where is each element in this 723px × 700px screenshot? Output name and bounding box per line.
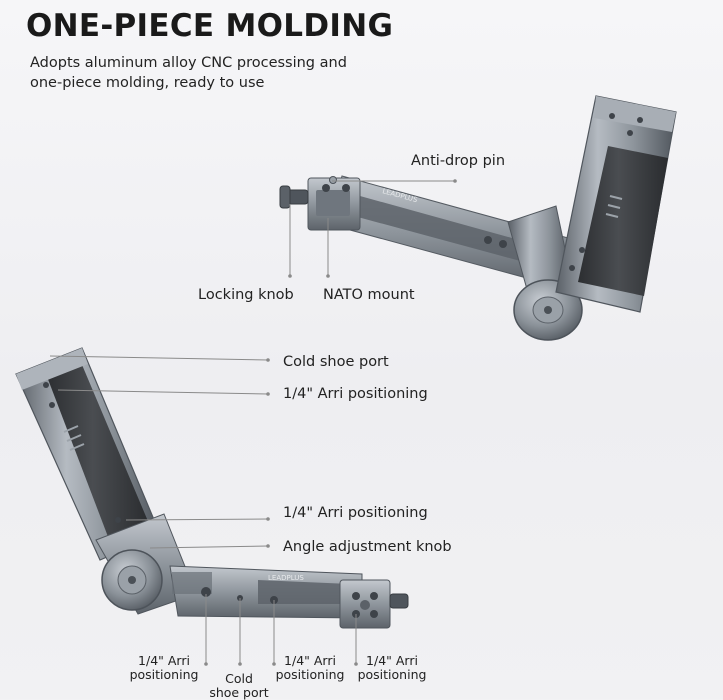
bottom-clamp-end — [339, 579, 409, 629]
page-subtitle: Adopts aluminum alloy CNC processing and… — [30, 53, 450, 93]
top-rotation-knob — [513, 279, 583, 341]
top-nato-clamp — [279, 176, 361, 231]
label-cold-shoe-port-bottom: Cold shoe port — [209, 671, 269, 700]
subtitle-line-1: Adopts aluminum alloy CNC processing and — [30, 55, 347, 71]
label-arri-positioning-middle: 1/4" Arri positioning — [283, 505, 428, 521]
label-arri-positioning-3: 1/4" Arri positioning — [357, 653, 427, 682]
page-title: ONE-PIECE MOLDING — [26, 8, 394, 44]
bottom-angle-knob — [101, 549, 163, 611]
top-leader-lines — [288, 179, 457, 278]
label-cold-shoe-port: Cold shoe port — [283, 354, 389, 370]
bottom-arm: LEADPLUS — [169, 565, 363, 619]
bottom-handle-assembly: LEADPLUS — [15, 347, 409, 629]
label-locking-knob: Locking knob — [198, 287, 294, 303]
top-handle-grip — [555, 95, 677, 313]
bottom-handle-grip — [15, 347, 161, 561]
label-arri-positioning-2: 1/4" Arri positioning — [275, 653, 345, 682]
label-anti-drop-pin: Anti-drop pin — [411, 153, 506, 169]
subtitle-line-2: one-piece molding, ready to use — [30, 75, 265, 91]
label-angle-adjustment-knob: Angle adjustment knob — [283, 539, 452, 555]
top-handle-assembly: LEADPLUS — [279, 95, 677, 341]
label-arri-positioning-upper: 1/4" Arri positioning — [283, 386, 428, 402]
label-arri-positioning-1: 1/4" Arri positioning — [129, 653, 199, 682]
bottom-leader-lines — [49, 355, 358, 666]
label-nato-mount: NATO mount — [323, 287, 415, 303]
bottom-arm-brand: LEADPLUS — [268, 574, 304, 582]
